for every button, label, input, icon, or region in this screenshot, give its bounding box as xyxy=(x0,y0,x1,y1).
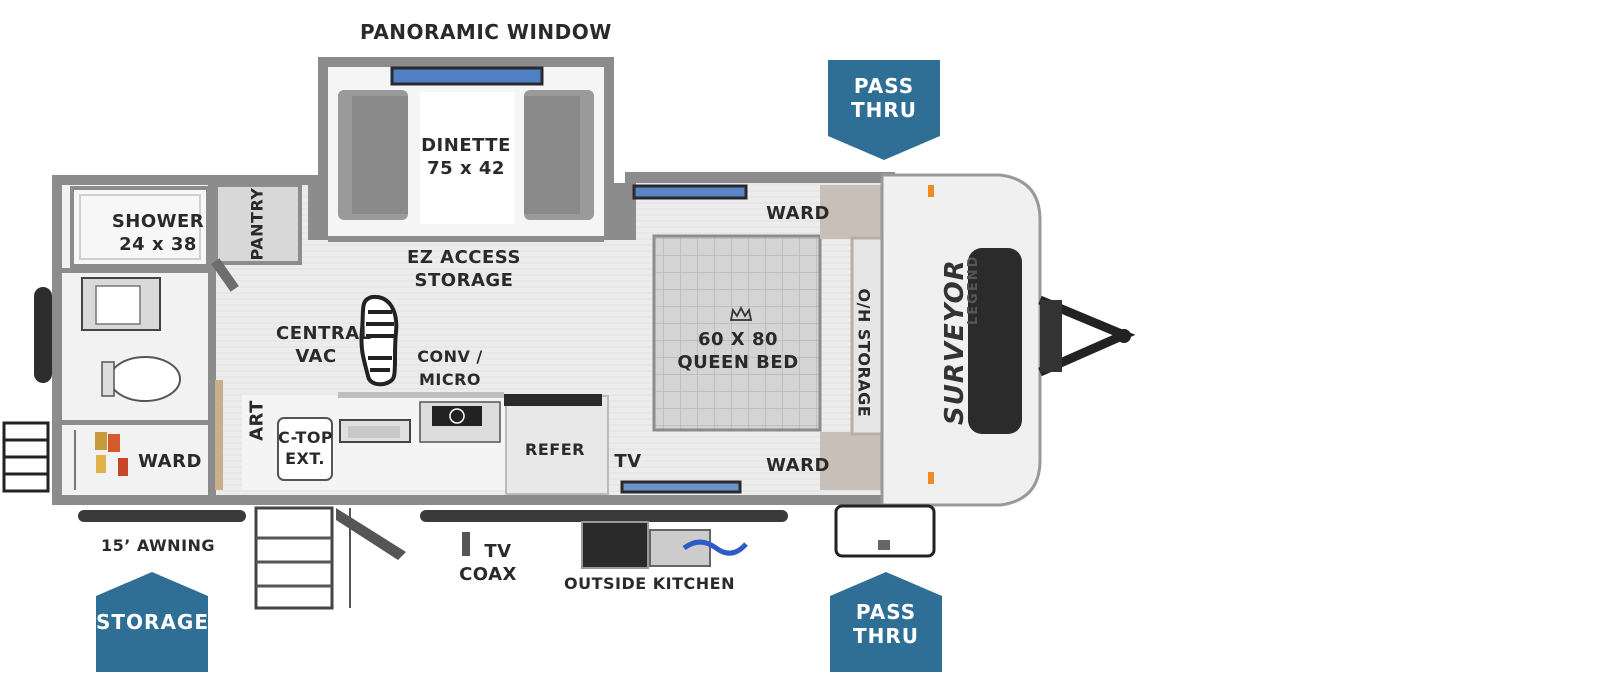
awning xyxy=(78,510,788,522)
queen-bed xyxy=(652,234,822,432)
panoramic-window-label: PANORAMIC WINDOW xyxy=(360,20,612,44)
panoramic-window xyxy=(390,66,544,86)
brand-logo: SURVEYOR LEGEND xyxy=(940,254,981,425)
pass-thru-bottom-badge: PASS THRU xyxy=(830,572,942,672)
front-wardrobe-top xyxy=(820,185,882,239)
outside-kitchen xyxy=(581,521,748,569)
ward-rear-label: WARD xyxy=(138,451,202,472)
tv-coax-line1: TV xyxy=(484,541,512,562)
shower-size: 24 x 38 xyxy=(119,234,197,255)
ez-access-storage-label: EZ ACCESS STORAGE xyxy=(404,246,524,292)
ward-top-label: WARD xyxy=(766,203,830,224)
central-vac-line2: VAC xyxy=(295,346,337,367)
storage-badge: STORAGE xyxy=(96,572,208,672)
conv-line2: MICRO xyxy=(418,370,482,389)
toilet xyxy=(109,356,181,402)
dinette xyxy=(328,66,604,242)
awning-label: 15’ AWNING xyxy=(100,536,216,555)
ctop-line2: EXT. xyxy=(285,449,325,468)
front-wardrobe-bottom xyxy=(820,432,882,490)
tv-coax-icon xyxy=(462,532,470,556)
pass-thru-bottom-line2: THRU xyxy=(852,624,920,648)
refrigerator xyxy=(504,394,609,495)
pass-thru-top-line2: THRU xyxy=(850,98,918,122)
entry-steps xyxy=(254,506,406,610)
oh-storage-cabinet xyxy=(850,236,884,436)
art-label: ART xyxy=(246,400,268,441)
dinette-size: 75 x 42 xyxy=(427,158,505,179)
pass-thru-top-line1: PASS xyxy=(853,74,915,98)
ward-bottom-label: WARD xyxy=(766,455,830,476)
c-top-extension xyxy=(277,417,333,481)
pantry xyxy=(214,183,302,265)
outside-kitchen-label: OUTSIDE KITCHEN xyxy=(564,574,735,593)
pantry-label: PANTRY xyxy=(247,187,267,261)
shower-name: SHOWER xyxy=(111,211,205,232)
hitch xyxy=(1038,295,1136,377)
ez-access-line2: STORAGE xyxy=(414,270,514,291)
tv-label: TV xyxy=(614,451,642,472)
rear-wardrobe xyxy=(74,430,128,490)
crown-icon xyxy=(729,305,753,321)
shower xyxy=(70,186,210,268)
tv-coax-line2: COAX xyxy=(459,564,517,585)
spare-tire xyxy=(34,287,52,383)
rear-ladder xyxy=(2,421,50,493)
conv-micro-label: CONV / MICRO xyxy=(414,345,486,391)
bathroom xyxy=(62,185,216,495)
central-vac-line1: CENTRAL xyxy=(276,323,372,344)
c-top-ext-label: C-TOP EXT. xyxy=(278,427,334,469)
storage-label: STORAGE xyxy=(96,610,210,634)
front-cap xyxy=(880,173,1042,507)
oh-storage-label: O/H STORAGE xyxy=(854,288,874,418)
bed-name: QUEEN BED xyxy=(677,352,799,373)
boot-icon xyxy=(359,294,399,387)
shower-label: SHOWER 24 x 38 xyxy=(100,210,216,256)
dinette-name: DINETTE xyxy=(421,135,511,156)
ctop-line1: C-TOP xyxy=(278,428,334,447)
bed-size: 60 X 80 xyxy=(697,329,778,350)
conv-line1: CONV / xyxy=(417,347,483,366)
front-window xyxy=(968,248,1022,434)
refer-label: REFER xyxy=(525,440,585,459)
tv-coax-label: TV COAX xyxy=(456,540,520,586)
ez-access-line1: EZ ACCESS xyxy=(407,247,521,268)
queen-bed-label: 60 X 80 QUEEN BED xyxy=(670,328,806,374)
central-vac-label: CENTRAL VAC xyxy=(276,322,372,368)
galley xyxy=(242,392,506,490)
dinette-label: DINETTE 75 x 42 xyxy=(416,134,516,180)
propane-box xyxy=(834,504,936,558)
pass-thru-top-badge: PASS THRU xyxy=(828,60,940,160)
pass-thru-bottom-line1: PASS xyxy=(855,600,917,624)
